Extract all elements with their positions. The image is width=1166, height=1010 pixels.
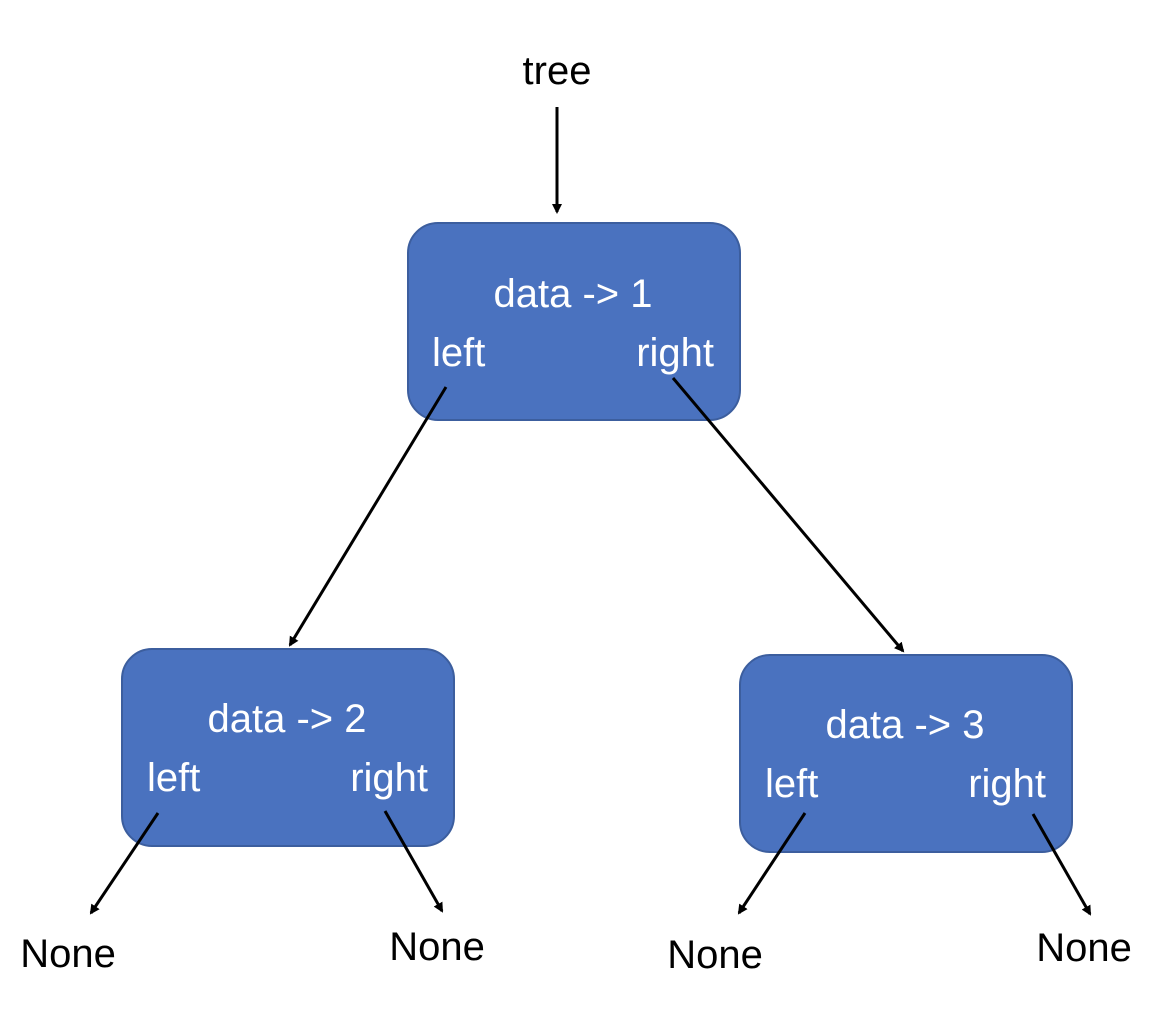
- tree-node-1: data -> 1 left right: [407, 222, 741, 421]
- null-leaf-4: None: [1036, 926, 1132, 970]
- node-3-data-label: data -> 3: [825, 703, 984, 747]
- node-1-box: [407, 222, 741, 421]
- edge-node-2-left-to-none: [89, 812, 160, 915]
- edge-node-3-left-to-none: [737, 812, 807, 915]
- node-2-box: [121, 648, 455, 847]
- node-1-right-label: right: [636, 331, 714, 375]
- edge-node-2-right-to-none: [383, 810, 444, 913]
- node-3-right-label: right: [968, 762, 1046, 806]
- node-3-box: [739, 654, 1073, 853]
- node-1-left-label: left: [432, 331, 485, 375]
- null-leaf-2: None: [389, 925, 485, 969]
- node-1-data-label: data -> 1: [493, 272, 652, 316]
- null-leaf-3: None: [667, 933, 763, 977]
- node-2-right-label: right: [350, 756, 428, 800]
- root-pointer-label: tree: [523, 49, 592, 93]
- null-leaf-1: None: [20, 932, 116, 976]
- node-2-left-label: left: [147, 756, 200, 800]
- edge-node-1-to-node-3: [671, 377, 905, 653]
- node-2-data-label: data -> 2: [207, 697, 366, 741]
- edge-node-1-to-node-2: [288, 386, 448, 647]
- tree-node-2: data -> 2 left right: [121, 648, 455, 847]
- node-3-left-label: left: [765, 762, 818, 806]
- tree-node-3: data -> 3 left right: [739, 654, 1073, 853]
- edge-node-3-right-to-none: [1031, 813, 1092, 916]
